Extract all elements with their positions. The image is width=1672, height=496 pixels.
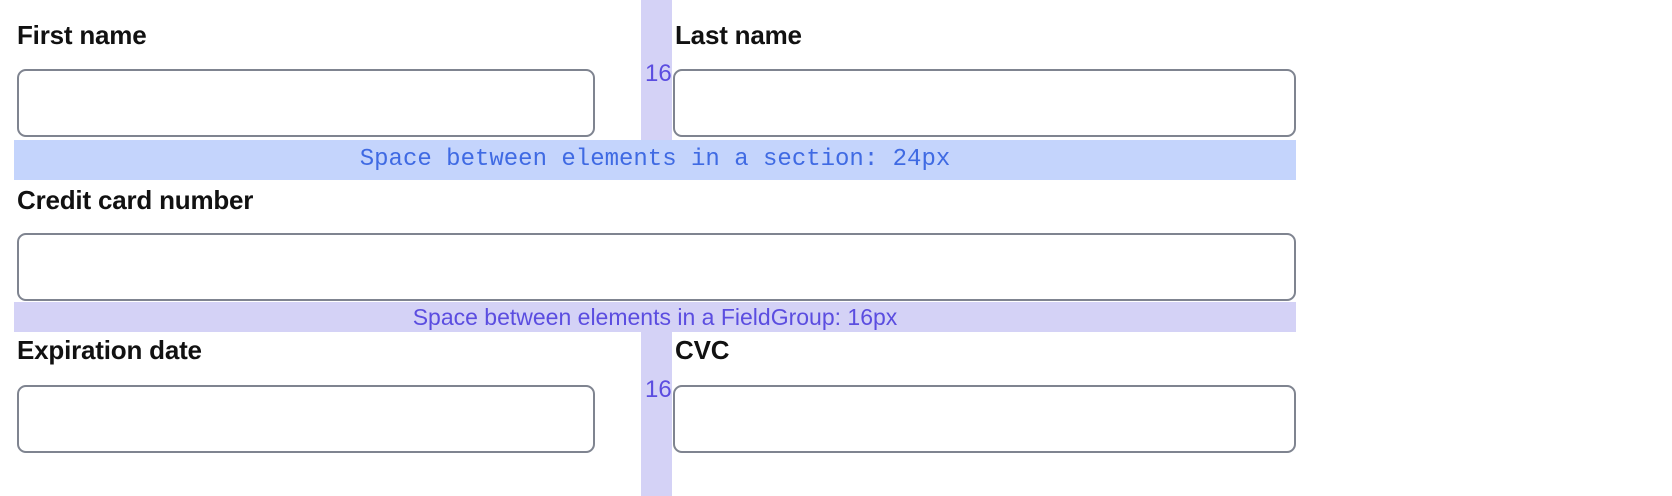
- input-first-name[interactable]: [17, 69, 595, 137]
- input-credit-card-number[interactable]: [17, 233, 1296, 301]
- label-last-name: Last name: [675, 20, 802, 50]
- annotation-band-section-gap: Space between elements in a section: 24p…: [14, 140, 1296, 180]
- input-last-name[interactable]: [673, 69, 1296, 137]
- label-first-name: First name: [17, 20, 147, 50]
- annotation-fieldgroup-gap-text: Space between elements in a FieldGroup: …: [412, 303, 898, 330]
- input-expiration-date[interactable]: [17, 385, 595, 453]
- column-gap-label-bottom: 16: [645, 376, 672, 403]
- label-cvc: CVC: [675, 335, 730, 365]
- column-gap-strip-bottom: [641, 332, 672, 496]
- column-gap-strip-top: [641, 0, 672, 140]
- input-cvc[interactable]: [673, 385, 1296, 453]
- label-expiration-date: Expiration date: [17, 335, 202, 365]
- label-credit-card-number: Credit card number: [17, 185, 254, 215]
- column-gap-label-top: 16: [645, 60, 672, 87]
- annotation-band-fieldgroup-gap: Space between elements in a FieldGroup: …: [14, 302, 1296, 332]
- annotation-section-gap-text: Space between elements in a section: 24p…: [359, 146, 951, 173]
